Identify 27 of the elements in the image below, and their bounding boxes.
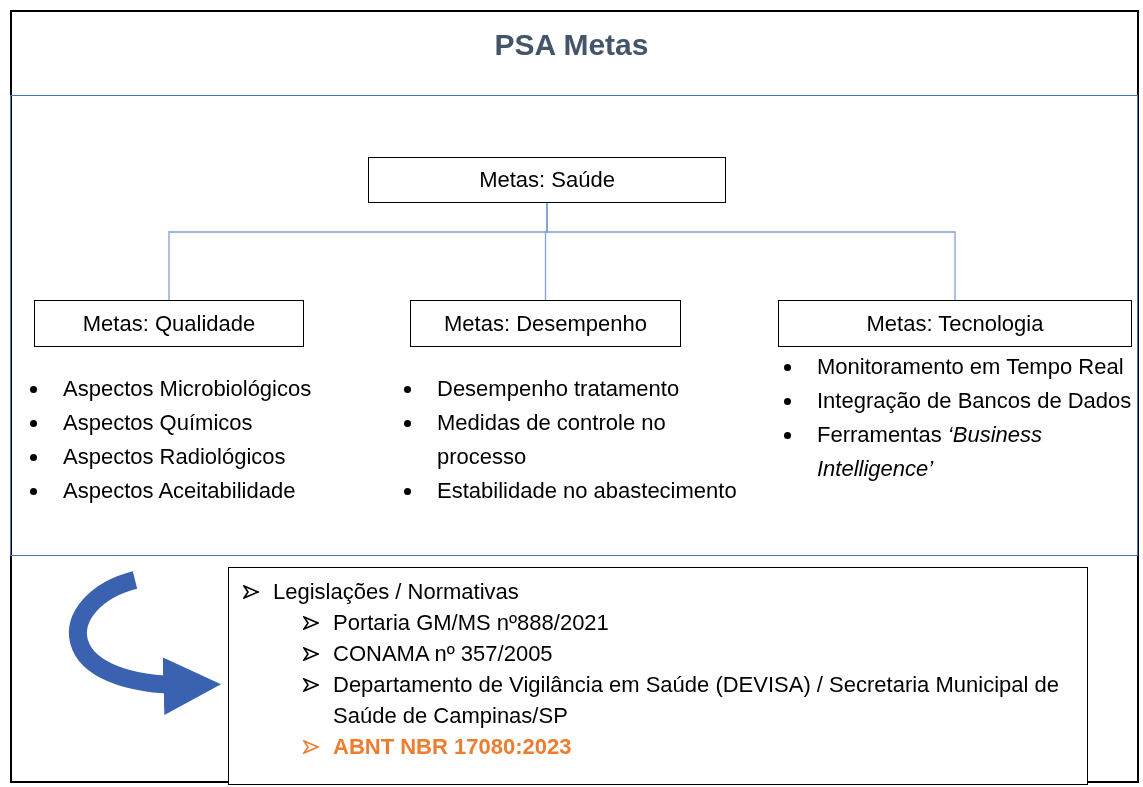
goal-box bbox=[34, 300, 304, 347]
list-item: Departamento de Vigilância em Saúde (DEVISA) / Secretaria Municipal de Saúde de Campinas/SP bbox=[333, 671, 1060, 730]
list-item: Aspectos Químicos bbox=[63, 409, 253, 437]
list-item: Medidas de controle no processo bbox=[437, 409, 667, 471]
list-item: Estabilidade no abastecimento bbox=[437, 477, 737, 505]
list-item: Ferramentas ‘Business Intelligence’ bbox=[817, 421, 1043, 483]
goal-box bbox=[778, 300, 1132, 347]
list-item: ABNT NBR 17080:2023 bbox=[333, 733, 572, 761]
list-item: Desempenho tratamento bbox=[437, 375, 680, 403]
diagram-title: PSA Metas bbox=[493, 28, 650, 62]
goal-title: Metas: Qualidade bbox=[82, 310, 256, 337]
legislation-box bbox=[228, 567, 1088, 785]
goal-title: Metas: Desempenho bbox=[444, 310, 647, 337]
connector-line bbox=[546, 202, 956, 301]
goal-title: Metas: Tecnologia bbox=[866, 310, 1044, 337]
list-item: Portaria GM/MS nº888/2021 bbox=[333, 609, 609, 637]
goal-box bbox=[410, 300, 681, 347]
list-item: Monitoramento em Tempo Real bbox=[817, 353, 1124, 381]
list-item: CONAMA nº 357/2005 bbox=[333, 640, 553, 668]
list-item: Integração de Bancos de Dados bbox=[817, 387, 1132, 415]
goal-title: Metas: Saúde bbox=[479, 167, 615, 193]
list-heading: Legislações / Normativas bbox=[273, 578, 519, 606]
list-item: Aspectos Microbiológicos bbox=[63, 375, 312, 403]
list-item: Aspectos Aceitabilidade bbox=[63, 477, 296, 505]
list-item: Aspectos Radiológicos bbox=[63, 443, 286, 471]
curved-arrow bbox=[69, 571, 222, 714]
goal-box bbox=[368, 157, 726, 203]
